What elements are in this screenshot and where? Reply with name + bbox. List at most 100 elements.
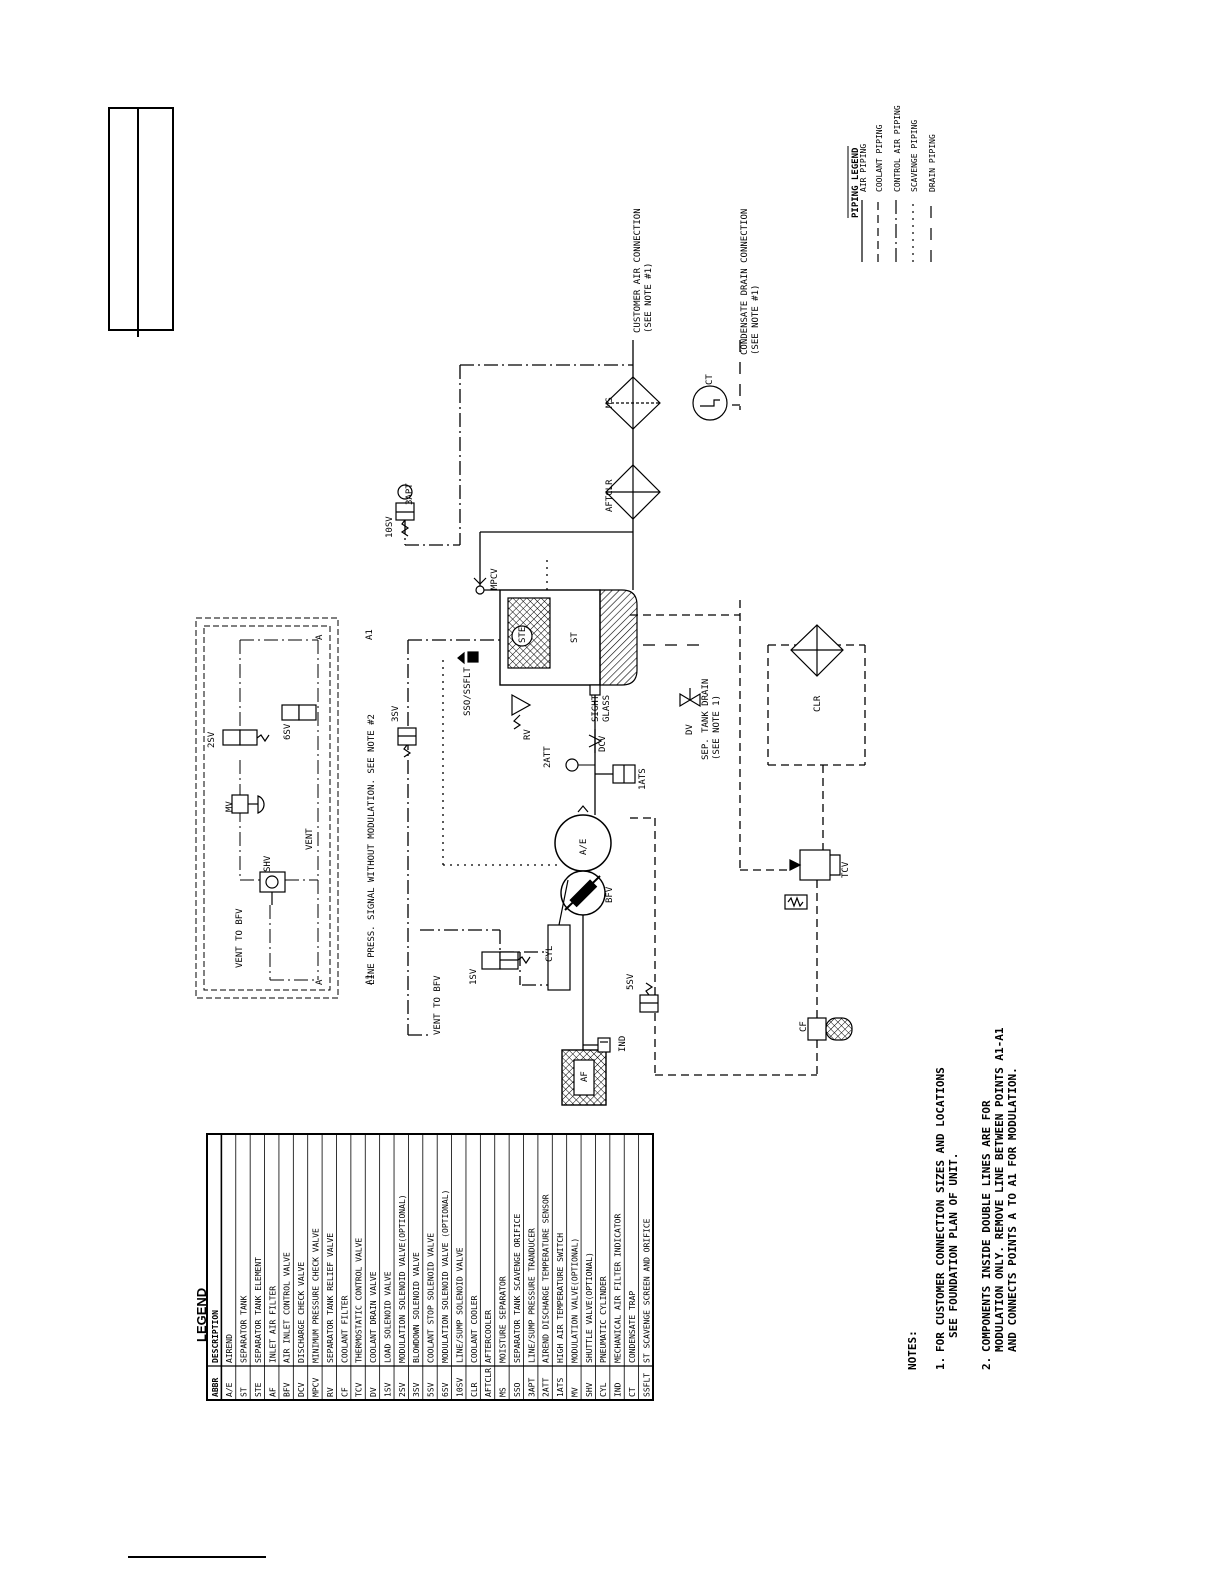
- cylinder-symbol: [547, 879, 571, 991]
- label-clr: CLR: [813, 695, 823, 712]
- label-a1-top: A1: [365, 629, 375, 640]
- legend-row-abbr: 2SV: [398, 1382, 407, 1397]
- legend-row-abbr: DCV: [297, 1382, 306, 1397]
- label-ae: A/E: [579, 839, 589, 855]
- drain-valve-symbol: [679, 688, 701, 708]
- legend-row-description: AIR INLET CONTROL VALVE: [283, 1252, 292, 1363]
- legend-row-abbr: MPCV: [312, 1378, 321, 1397]
- label-a1-bottom: A1: [365, 974, 375, 985]
- legend-header-abbr: ABBR: [211, 1378, 220, 1397]
- mpcv-symbol: [473, 577, 487, 595]
- 6sv-symbol: [281, 704, 317, 721]
- label-1ats: 1ATS: [638, 768, 648, 790]
- legend-row-abbr: CF: [340, 1387, 349, 1397]
- legend-row-abbr: 10SV: [455, 1378, 464, 1397]
- label-af: AF: [580, 1071, 590, 1082]
- label-mpcv: MPCV: [490, 568, 500, 590]
- air-filter-symbol: [561, 1049, 607, 1106]
- label-a-top: A: [315, 634, 325, 640]
- legend-row-abbr: CYL: [599, 1382, 608, 1397]
- legend-row-abbr: 1ATS: [556, 1378, 565, 1397]
- moisture-separator-symbol: [605, 376, 661, 430]
- 5sv-symbol: [639, 982, 659, 1013]
- 2sv-symbol: [222, 729, 270, 746]
- legend-row-abbr: CLR: [470, 1382, 479, 1397]
- sso-symbol: [467, 651, 479, 663]
- note-1-number: 1.: [934, 1357, 947, 1370]
- legend-row-description: SEPARATOR TANK RELIEF VALVE: [326, 1233, 335, 1363]
- piping-legend-label: SCAVENGE PIPING: [910, 120, 919, 192]
- legend-row-abbr: BFV: [283, 1382, 292, 1397]
- legend-row-description: MECHANICAL AIR FILTER INDICATOR: [614, 1214, 623, 1363]
- label-1sv: 1SV: [469, 968, 479, 985]
- note-1-line-1: FOR CUSTOMER CONNECTION SIZES AND LOCATI…: [934, 1067, 947, 1352]
- legend-row-description: LINE/SUMP SOLENOID VALVE: [455, 1247, 464, 1363]
- title-block-tick: [137, 329, 139, 337]
- legend-row-abbr: ST: [240, 1387, 249, 1397]
- label-ms: MS: [605, 397, 615, 408]
- legend-row-description: PNEUMATIC CYLINDER: [599, 1276, 608, 1363]
- 1ats-symbol: [595, 764, 636, 784]
- legend-row-description: ST SCAVENGE SCREEN AND ORIFICE: [642, 1218, 651, 1363]
- piping-legend-label: COOLANT PIPING: [875, 124, 884, 192]
- legend-row-abbr: SHV: [585, 1382, 594, 1397]
- label-aftclr: AFTCLR: [605, 479, 615, 512]
- label-vent-to-bfv-2: VENT TO BFV: [433, 975, 443, 1035]
- label-ste: STE: [518, 627, 528, 643]
- legend-row-description: COOLANT FILTER: [340, 1295, 349, 1363]
- footer-rule: [128, 1556, 266, 1558]
- label-cyl: CYL: [545, 946, 555, 962]
- label-tank-drain: SEP. TANK DRAIN: [701, 679, 711, 760]
- legend-row-description: HIGH AIR TEMPERATURE SWITCH: [556, 1233, 565, 1363]
- legend-row-abbr: CT: [628, 1387, 637, 1397]
- label-condensate: CONDENSATE DRAIN CONNECTION: [740, 209, 750, 355]
- label-bfv: BFV: [605, 886, 615, 903]
- label-3sv: 3SV: [391, 705, 401, 722]
- label-mv: MV: [225, 801, 235, 812]
- label-rv: RV: [523, 729, 533, 740]
- label-vent: VENT: [305, 828, 315, 850]
- relief-valve-symbol: [511, 693, 532, 730]
- shv-symbol: [259, 871, 286, 905]
- legend-row-description: BLOWDOWN SOLENOID VALVE: [412, 1252, 421, 1363]
- tcv-symbol: [784, 849, 841, 910]
- components: [222, 376, 853, 1106]
- 2att-symbol: [565, 758, 579, 772]
- sight-glass-symbol: [589, 684, 601, 696]
- legend-row-abbr: 3SV: [412, 1382, 421, 1397]
- separator-tank-symbol: [499, 589, 638, 686]
- legend-row-abbr: 5SV: [427, 1382, 436, 1397]
- label-cf: CF: [799, 1021, 809, 1032]
- legend-row-description: DISCHARGE CHECK VALVE: [297, 1262, 306, 1363]
- label-ind: IND: [618, 1036, 628, 1052]
- legend-row-abbr: SSO: [513, 1382, 522, 1397]
- note-2-line-2: MODULATION ONLY. REMOVE LINE BETWEEN POI…: [993, 1027, 1006, 1352]
- legend-row-abbr: 1SV: [383, 1382, 392, 1397]
- legend-header-description: DESCRIPTION: [211, 1310, 220, 1363]
- legend-row-abbr: DV: [369, 1387, 378, 1397]
- legend-row-description: COOLANT STOP SOLENOID VALVE: [427, 1233, 436, 1363]
- label-shv: SHV: [263, 855, 273, 872]
- legend-row-abbr: 6SV: [441, 1382, 450, 1397]
- legend-row-description: LOAD SOLENOID VALVE: [383, 1271, 392, 1363]
- note-2-line-3: AND CONNECTS POINTS A TO A1 FOR MODULATI…: [1006, 1067, 1019, 1352]
- legend-row-abbr: STE: [254, 1382, 263, 1397]
- legend-row-abbr: TCV: [355, 1382, 364, 1397]
- legend-row-description: SHUTTLE VALVE(OPTIONAL): [585, 1252, 594, 1363]
- legend-title: LEGEND: [194, 1288, 209, 1342]
- label-2sv: 2SV: [207, 731, 217, 748]
- legend-row-description: MINIMUM PRESSURE CHECK VALVE: [312, 1228, 321, 1363]
- label-10sv: 10SV: [385, 516, 395, 538]
- legend-row-description: SEPARATOR TANK: [240, 1295, 249, 1363]
- label-tcv: TCV: [841, 861, 851, 878]
- label-tank-drain-note: (SEE NOTE 1): [712, 695, 722, 760]
- 3sv-symbol: [397, 727, 417, 758]
- label-sight: SIGHT: [591, 694, 601, 722]
- indicator-symbol: [597, 1037, 611, 1053]
- bfv-symbol: [560, 870, 606, 916]
- component-labels: CUSTOMER AIR CONNECTION (SEE NOTE #1) CO…: [207, 208, 851, 1082]
- title-block: [108, 107, 174, 337]
